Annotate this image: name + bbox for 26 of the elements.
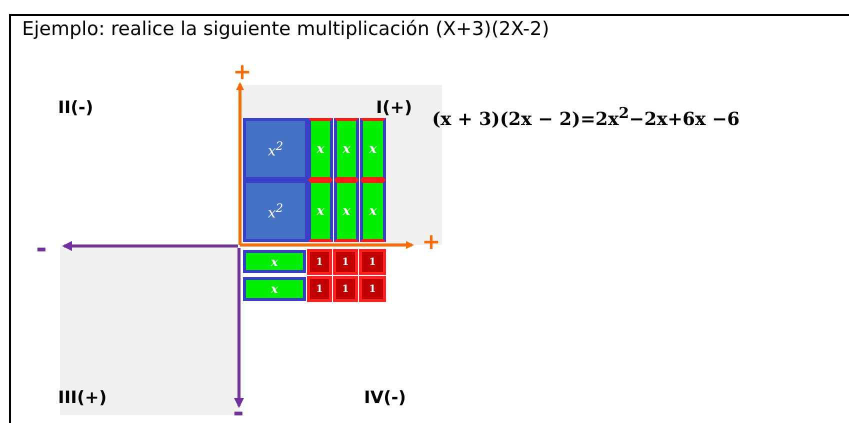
unit-tile: 1: [333, 249, 358, 275]
unit-tile: 1: [307, 249, 332, 275]
quadrant-label: I(+): [376, 98, 412, 118]
title: Ejemplo: realice la siguiente multiplicación (X+3)(2X-2): [22, 18, 550, 40]
quadrant-label: IV(-): [364, 388, 406, 408]
x-tile: x: [334, 180, 359, 242]
x-tile: x: [360, 180, 386, 242]
x-squared-tile: x$^{2}$: [243, 118, 308, 180]
x-tile: x: [334, 118, 359, 180]
axis-sign: -: [233, 400, 244, 423]
x-squared-tile: x$^{2}$: [243, 180, 308, 242]
quadrant-label: III(+): [58, 388, 107, 408]
unit-tile: 1: [333, 276, 358, 302]
unit-tile: 1: [359, 249, 386, 275]
unit-tile: 1: [359, 276, 386, 302]
x-tile: x: [243, 277, 306, 301]
x-tile: x: [308, 118, 333, 180]
x-tile: x: [360, 118, 386, 180]
axis-sign: +: [422, 232, 440, 254]
axis-sign: +: [233, 62, 252, 84]
x-tile: x: [243, 250, 306, 273]
x-tile: x: [308, 180, 333, 242]
unit-tile: 1: [307, 276, 332, 302]
quadrant-label: II(-): [58, 98, 94, 118]
axis-sign: -: [36, 236, 47, 262]
equation: (x + 3)(2x − 2)=2x$^{2}$−2x+6x −6: [432, 104, 740, 130]
